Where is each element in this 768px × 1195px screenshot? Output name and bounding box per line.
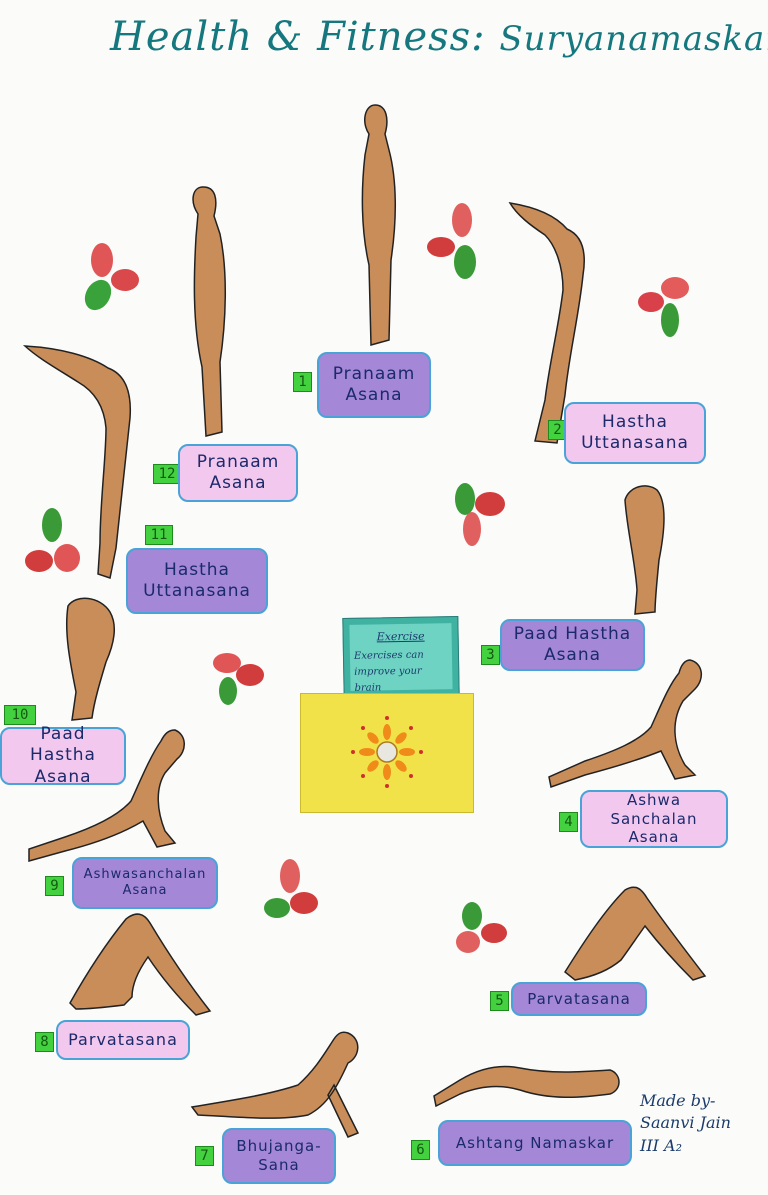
- flower-decoration: [264, 859, 318, 918]
- pose-label-11: Hastha Uttanasana: [126, 548, 268, 614]
- pose-number-9: 9: [45, 876, 64, 896]
- figure-pranaam-standing: [361, 104, 397, 346]
- flower-decoration: [213, 653, 264, 705]
- figure-ashwa-sanchalan: [548, 659, 702, 788]
- yellow-envelope: [300, 693, 474, 813]
- pose-number-10: 10: [4, 705, 36, 725]
- pose-number-11: 11: [145, 525, 173, 545]
- pose-number-6: 6: [411, 1140, 430, 1160]
- figure-parvatasana: [564, 886, 707, 981]
- pose-label-9: Ashwasanchalan Asana: [72, 857, 218, 909]
- credit-class: III A₂: [640, 1135, 683, 1155]
- figure-bhujangasana: [190, 1031, 360, 1138]
- pose-label-2: Hastha Uttanasana: [564, 402, 706, 464]
- pose-label-3: Paad Hastha Asana: [500, 619, 645, 671]
- flower-decoration: [456, 902, 507, 953]
- exercise-card-text: Exercises can improve your brain: [353, 649, 424, 694]
- flower-decoration: [455, 483, 505, 546]
- figure-hastha-uttanasana: [22, 345, 132, 579]
- pose-label-7: Bhujanga-Sana: [222, 1128, 336, 1184]
- exercise-card: Exercise Exercises can improve your brai…: [342, 615, 460, 699]
- flower-decoration: [427, 203, 476, 279]
- pose-label-10: Paad Hastha Asana: [0, 724, 126, 787]
- flower-decoration: [638, 277, 689, 337]
- flower-decoration: [84, 243, 139, 311]
- credit-made-by: Made by-: [640, 1091, 716, 1110]
- figure-parvatasana: [69, 913, 212, 1016]
- pose-number-5: 5: [490, 991, 509, 1011]
- pose-label-1: Pranaam Asana: [317, 352, 431, 418]
- sun-flower-icon: [351, 716, 423, 788]
- pose-number-4: 4: [559, 812, 578, 832]
- pose-label-4: Ashwa Sanchalan Asana: [580, 790, 728, 848]
- pose-number-12: 12: [153, 464, 181, 484]
- flower-decoration: [25, 508, 80, 572]
- pose-number-3: 3: [481, 645, 500, 665]
- pose-label-5: Parvatasana: [511, 982, 647, 1016]
- figure-ashtang-namaskar: [433, 1065, 620, 1108]
- poster-title: Health & Fitness: Suryanamaskar: [110, 14, 768, 60]
- title-main: Health & Fitness:: [110, 14, 486, 60]
- exercise-card-inner: Exercise Exercises can improve your brai…: [349, 623, 453, 694]
- pose-number-1: 1: [293, 372, 312, 392]
- pose-label-6: Ashtang Namaskar: [438, 1120, 632, 1166]
- credit-block: Made by- Saanvi Jain III A₂: [640, 1090, 731, 1157]
- figure-pranaam-standing: [192, 186, 226, 437]
- figure-ashwa-sanchalan: [28, 729, 185, 862]
- figure-paad-hastha: [624, 485, 665, 615]
- pose-number-8: 8: [35, 1032, 54, 1052]
- figure-hastha-uttanasana: [508, 202, 585, 444]
- pose-number-7: 7: [195, 1146, 214, 1166]
- pose-label-8: Parvatasana: [56, 1020, 190, 1060]
- exercise-card-title: Exercise: [376, 629, 425, 644]
- credit-name: Saanvi Jain: [640, 1113, 731, 1133]
- title-sub: Suryanamaskar: [499, 19, 768, 59]
- figure-paad-hastha: [65, 597, 116, 721]
- pose-label-12: Pranaam Asana: [178, 444, 298, 502]
